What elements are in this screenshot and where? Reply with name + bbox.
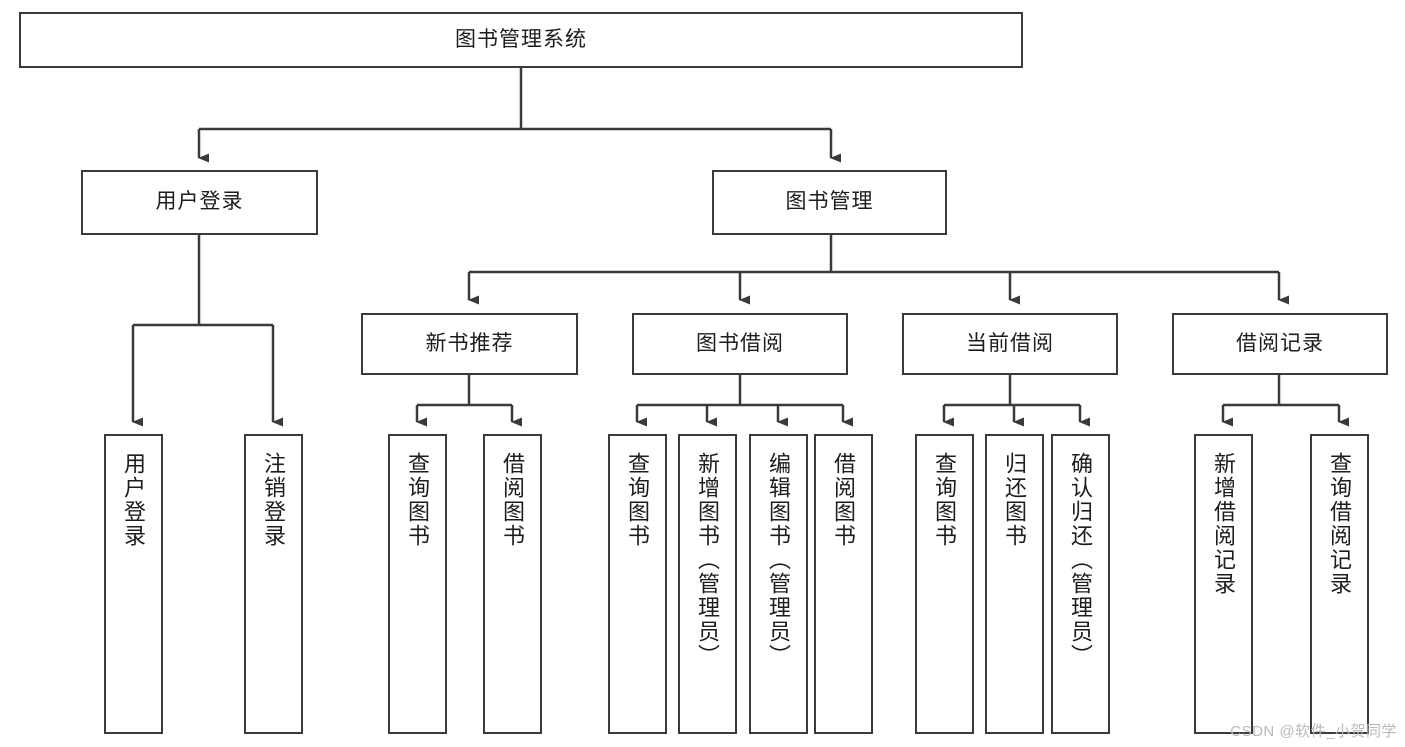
node-current-borrow[interactable]: 当前借阅 bbox=[902, 313, 1118, 375]
leaf-borrow-record-query-record[interactable]: 查询借阅记录 bbox=[1310, 434, 1369, 734]
node-borrow-record[interactable]: 借阅记录 bbox=[1172, 313, 1388, 375]
leaf-book-borrow-borrow-book[interactable]: 借阅图书 bbox=[814, 434, 873, 734]
leaf-new-book-query-book[interactable]: 查询图书 bbox=[388, 434, 447, 734]
leaf-book-borrow-edit-book[interactable]: 编辑图书（管理员） bbox=[749, 434, 808, 734]
leaf-label: 查询图书 bbox=[405, 452, 431, 548]
leaf-label: 查询图书 bbox=[932, 452, 958, 548]
leaf-label: 查询图书 bbox=[625, 452, 651, 548]
leaf-label: 查询借阅记录 bbox=[1327, 452, 1353, 596]
node-new-book-recommend-label: 新书推荐 bbox=[425, 331, 514, 355]
node-user-login[interactable]: 用户登录 bbox=[81, 170, 318, 235]
watermark-text: CSDN @软件_小贺同学 bbox=[1230, 723, 1397, 740]
leaf-label: 编辑图书（管理员） bbox=[766, 452, 792, 668]
node-borrow-record-label: 借阅记录 bbox=[1236, 331, 1324, 355]
leaf-label: 新增图书（管理员） bbox=[695, 452, 721, 668]
node-book-borrow-label: 图书借阅 bbox=[696, 331, 784, 355]
node-user-login-label: 用户登录 bbox=[155, 190, 244, 214]
node-book-management-label: 图书管理 bbox=[785, 190, 874, 214]
leaf-current-borrow-confirm-return[interactable]: 确认归还（管理员） bbox=[1051, 434, 1110, 734]
leaf-current-borrow-return-book[interactable]: 归还图书 bbox=[985, 434, 1044, 734]
node-root[interactable]: 图书管理系统 bbox=[19, 12, 1023, 68]
node-new-book-recommend[interactable]: 新书推荐 bbox=[361, 313, 578, 375]
leaf-label: 新增借阅记录 bbox=[1211, 452, 1237, 596]
leaf-user-login-login[interactable]: 用户登录 bbox=[104, 434, 163, 734]
leaf-label: 确认归还（管理员） bbox=[1068, 452, 1094, 668]
node-book-borrow[interactable]: 图书借阅 bbox=[632, 313, 848, 375]
node-root-label: 图书管理系统 bbox=[455, 27, 587, 51]
leaf-current-borrow-query-book[interactable]: 查询图书 bbox=[915, 434, 974, 734]
leaf-label: 借阅图书 bbox=[831, 452, 857, 548]
leaf-label: 归还图书 bbox=[1002, 452, 1028, 548]
leaf-book-borrow-add-book[interactable]: 新增图书（管理员） bbox=[678, 434, 737, 734]
leaf-user-login-logout[interactable]: 注销登录 bbox=[244, 434, 303, 734]
leaf-new-book-borrow-book[interactable]: 借阅图书 bbox=[483, 434, 542, 734]
node-current-borrow-label: 当前借阅 bbox=[966, 331, 1054, 355]
leaf-label: 用户登录 bbox=[121, 452, 147, 548]
leaf-book-borrow-query-book[interactable]: 查询图书 bbox=[608, 434, 667, 734]
leaf-label: 借阅图书 bbox=[500, 452, 526, 548]
leaf-borrow-record-add-record[interactable]: 新增借阅记录 bbox=[1194, 434, 1253, 734]
node-book-management[interactable]: 图书管理 bbox=[712, 170, 947, 235]
leaf-label: 注销登录 bbox=[261, 452, 287, 548]
